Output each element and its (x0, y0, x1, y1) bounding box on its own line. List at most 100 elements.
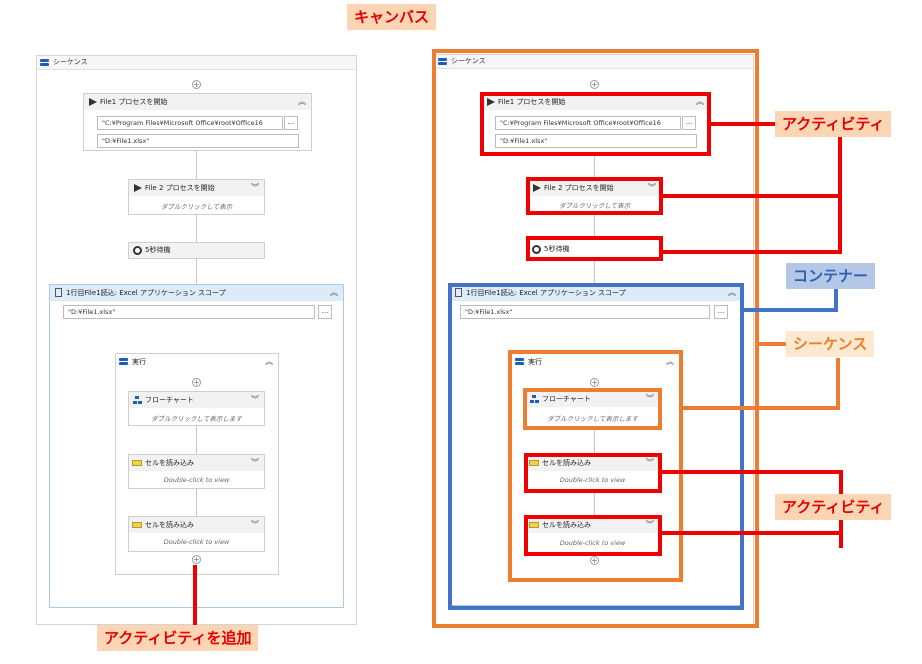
collapse-icon[interactable]: ︽ (666, 357, 674, 366)
browse-button[interactable]: ... (318, 305, 332, 319)
sequence-header[interactable]: シーケンス (37, 56, 356, 70)
argument-input[interactable]: "D:¥File1.xlsx" (495, 134, 697, 148)
play-icon (134, 184, 142, 192)
canvas-label: キャンバス (347, 4, 437, 30)
activity-header[interactable]: 1行目File1読込: Excel アプリケーション スコープ ︽ (50, 285, 343, 301)
add-activity-icon[interactable]: + (192, 80, 201, 89)
file-path-input[interactable]: "C:¥Program Files¥Microsoft Office¥root¥… (495, 116, 681, 130)
activity-header[interactable]: File 2 プロセスを開始 ︾ (528, 180, 661, 196)
add-activity-icon[interactable]: + (192, 378, 201, 387)
collapse-icon[interactable]: ︽ (728, 288, 736, 297)
add-activity-icon[interactable]: + (590, 556, 599, 565)
browse-button[interactable]: ... (284, 116, 298, 130)
connector-line (662, 531, 843, 535)
browse-button[interactable]: ... (682, 116, 696, 130)
activity-title: File1 プロセスを開始 (498, 98, 566, 106)
expand-icon[interactable]: ︾ (251, 183, 259, 192)
activity-hint: Double-click to view (559, 539, 626, 547)
activity-highlight-delay (526, 236, 663, 261)
connector-line (662, 470, 843, 474)
flowchart-icon (530, 395, 539, 403)
activity-title: File 2 プロセスを開始 (145, 184, 215, 192)
cell-icon (529, 460, 539, 466)
cell-icon (132, 522, 142, 528)
expand-icon[interactable]: ︾ (646, 394, 654, 403)
play-icon (89, 98, 97, 106)
activity-header[interactable]: 実行 ︽ (512, 354, 679, 370)
workbook-path-input[interactable]: "D:¥File1.xlsx" (63, 305, 315, 319)
activity-header[interactable]: 5秒待機 (528, 239, 661, 259)
activity-title: 実行 (132, 358, 146, 366)
excel-icon (455, 288, 462, 297)
activity-header[interactable]: セルを読み込み ︾ (526, 455, 659, 471)
start-process-1-activity[interactable]: File1 プロセスを開始 ︽ "C:¥Program Files¥Micros… (83, 93, 312, 151)
connector-line (683, 406, 840, 410)
add-activity-pointer (193, 565, 197, 625)
activity-title: フローチャート (145, 396, 194, 404)
read-cell-2-activity[interactable]: セルを読み込み ︾ Double-click to view (128, 516, 265, 552)
activity-header[interactable]: 実行 ︽ (116, 354, 278, 370)
activity-hint: ダブルクリックして表示 (160, 203, 233, 211)
activity-title: File 2 プロセスを開始 (544, 184, 614, 192)
collapse-icon[interactable]: ︽ (696, 97, 704, 106)
collapse-icon[interactable]: ︽ (330, 288, 338, 297)
activity-title: 実行 (528, 358, 542, 366)
excel-icon (55, 288, 62, 297)
expand-icon[interactable]: ︾ (251, 458, 259, 467)
browse-button[interactable]: ... (714, 305, 728, 319)
activity-header[interactable]: セルを読み込み ︾ (129, 455, 264, 471)
start-process-1-activity[interactable]: File1 プロセスを開始 ︽ "C:¥Program Files¥Micros… (481, 93, 710, 153)
activity-header[interactable]: File1 プロセスを開始 ︽ (84, 94, 311, 110)
expand-icon[interactable]: ︾ (646, 458, 654, 467)
expand-icon[interactable]: ︾ (251, 395, 259, 404)
activity-highlight-read-cell-1 (524, 453, 662, 493)
add-activity-icon[interactable]: + (192, 555, 201, 564)
expand-icon[interactable]: ︾ (646, 520, 654, 529)
read-cell-1-activity[interactable]: セルを読み込み ︾ Double-click to view (128, 454, 265, 489)
activity-header[interactable]: セルを読み込み ︾ (129, 517, 264, 533)
connector-line (836, 358, 840, 410)
activity-title: 5秒待機 (544, 245, 570, 253)
activity-header[interactable]: 1行目File1読込: Excel アプリケーション スコープ ︽ (450, 285, 741, 301)
argument-input[interactable]: "D:¥File1.xlsx" (97, 134, 299, 148)
flowchart-icon (133, 396, 142, 404)
activity-hint: ダブルクリックして表示します (547, 415, 638, 423)
flowchart-activity[interactable]: フローチャート ︾ ダブルクリックして表示します (128, 391, 265, 426)
activity-hint: ダブルクリックして表示 (558, 202, 631, 210)
flowchart-activity[interactable]: フローチャート ︾ ダブルクリックして表示します (525, 390, 660, 428)
container-label: コンテナー (786, 263, 876, 289)
delay-activity[interactable]: 5秒待機 (128, 242, 265, 259)
container-highlight (448, 283, 744, 610)
start-process-2-activity[interactable]: File 2 プロセスを開始 ︾ ダブルクリックして表示 (527, 179, 662, 214)
activity-header[interactable]: 5秒待機 (129, 243, 264, 258)
connector-line (759, 342, 786, 346)
add-activity-icon[interactable]: + (590, 378, 599, 387)
expand-icon[interactable]: ︾ (251, 520, 259, 529)
activity-title: 1行目File1読込: Excel アプリケーション スコープ (466, 289, 626, 297)
add-activity-label: アクティビティを追加 (97, 625, 259, 651)
connector-line (744, 308, 838, 312)
activity-highlight-read-cell-2 (524, 515, 662, 556)
expand-icon[interactable]: ︾ (648, 183, 656, 192)
connector-line (663, 194, 842, 198)
activity-title: File1 プロセスを開始 (100, 98, 168, 106)
add-activity-icon[interactable]: + (590, 80, 599, 89)
start-process-2-activity[interactable]: File 2 プロセスを開始 ︾ ダブルクリックして表示 (128, 179, 265, 215)
activity-header[interactable]: File1 プロセスを開始 ︽ (482, 94, 709, 110)
collapse-icon[interactable]: ︽ (265, 357, 273, 366)
sequence-title: シーケンス (451, 57, 486, 65)
activity-header[interactable]: セルを読み込み ︾ (526, 517, 659, 533)
workbook-path-input[interactable]: "D:¥File1.xlsx" (460, 305, 710, 319)
activity-label: アクティビティ (775, 111, 892, 137)
sequence-icon (438, 57, 447, 66)
connector-line (834, 288, 838, 312)
connector-line (663, 250, 842, 254)
activity-header[interactable]: フローチャート ︾ (526, 391, 659, 407)
sequence-icon (515, 357, 524, 366)
collapse-icon[interactable]: ︽ (298, 97, 306, 106)
sequence-header[interactable]: シーケンス (435, 55, 753, 69)
activity-header[interactable]: File 2 プロセスを開始 ︾ (129, 180, 264, 196)
play-icon (487, 98, 495, 106)
activity-header[interactable]: フローチャート ︾ (129, 392, 264, 408)
file-path-input[interactable]: "C:¥Program Files¥Microsoft Office¥root¥… (97, 116, 283, 130)
